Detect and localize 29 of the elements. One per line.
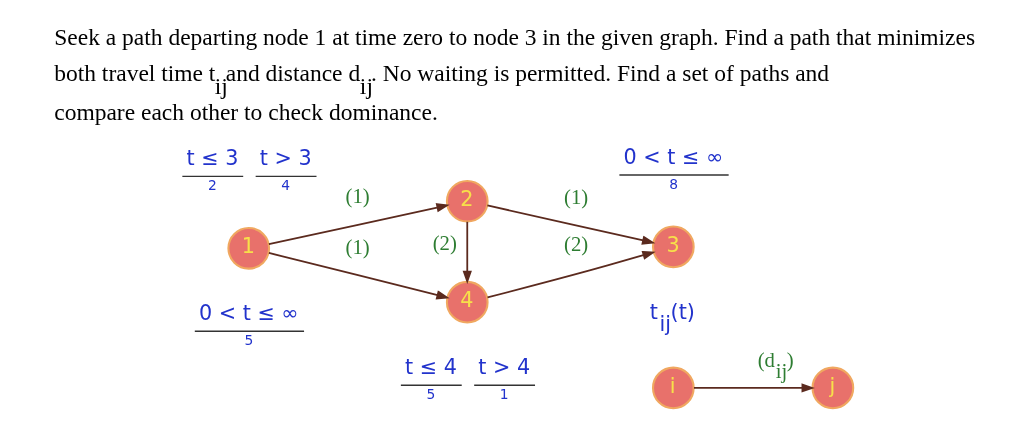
label: t > 3 — [259, 145, 312, 170]
label: t ≤ 4 — [405, 354, 457, 379]
label: 5 — [426, 385, 436, 402]
arrow — [268, 251, 450, 299]
label: 0 < t ≤ ∞ — [623, 144, 724, 169]
node-circle: 2 — [445, 179, 489, 223]
node-circle: 1 — [227, 226, 271, 270]
edge-label: (1) — [345, 184, 370, 207]
label: 4 — [281, 176, 291, 193]
node-circle: j — [811, 366, 855, 409]
arrow — [486, 204, 656, 245]
node-circle: 4 — [445, 280, 489, 324]
arrow — [268, 202, 450, 245]
label: 2 — [207, 176, 217, 193]
edge-label: (2) — [432, 231, 457, 254]
edge-label: (1) — [345, 235, 370, 258]
edge-label: (2) — [564, 232, 589, 255]
arrow — [693, 382, 815, 393]
label: 8 — [669, 175, 678, 192]
label: 0 < t ≤ ∞ — [198, 300, 299, 325]
node-circle: i — [651, 366, 695, 409]
arrow — [486, 250, 656, 298]
arrow — [462, 220, 472, 284]
label: t > 4 — [478, 354, 531, 379]
label: t ≤ 3 — [186, 145, 239, 170]
label: 5 — [244, 331, 254, 348]
label: 1 — [499, 385, 509, 402]
edge-label: (1) — [564, 185, 589, 208]
node-circle: 3 — [651, 225, 695, 268]
